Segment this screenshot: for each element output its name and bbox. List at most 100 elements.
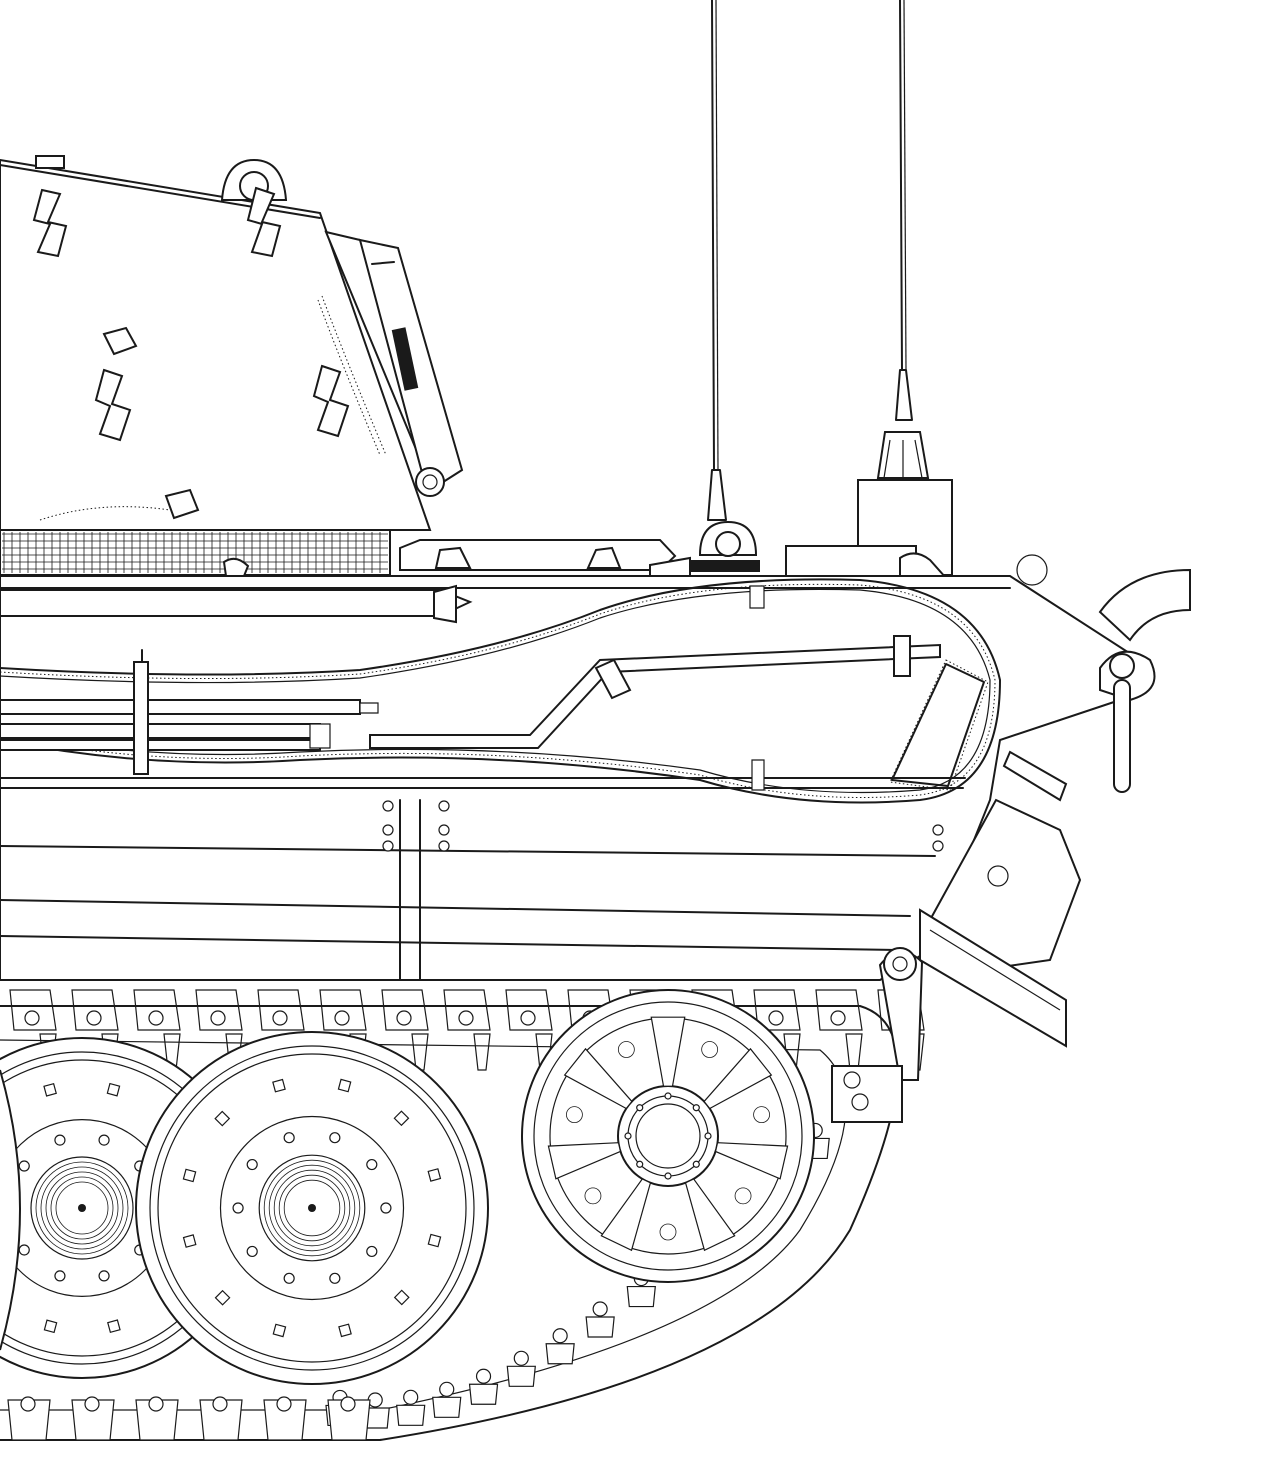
track-tensioner: [832, 948, 922, 1122]
road-wheel-bolt: [183, 1169, 195, 1181]
road-wheel-hub-groove: [41, 1167, 123, 1249]
track-guide-horn: [474, 1034, 490, 1070]
road-wheel-hub-bolt: [330, 1273, 340, 1283]
idler-bolt: [665, 1093, 671, 1099]
track-pin: [440, 1382, 454, 1396]
road-wheel-bolt: [108, 1320, 120, 1332]
road-wheel-hub-groove: [36, 1162, 128, 1254]
track-link: [586, 1317, 614, 1337]
road-wheel-hub: [31, 1157, 133, 1259]
exhaust-guard: [920, 570, 1190, 1046]
track-link: [264, 1400, 306, 1440]
track-pin: [149, 1397, 163, 1411]
road-wheel-bolt: [339, 1324, 351, 1336]
road-wheel-bolt: [184, 1235, 196, 1247]
road-wheel-hub-bolt: [284, 1133, 294, 1143]
road-wheel-hub: [259, 1155, 365, 1261]
track-pin: [769, 1011, 783, 1025]
track-pin: [273, 1011, 287, 1025]
idler-spoke: [565, 1049, 632, 1109]
idler-spoke: [686, 1179, 735, 1250]
idler-spoke: [651, 1017, 684, 1086]
hull-bolts: [383, 801, 943, 851]
road-wheel-bolt: [338, 1079, 350, 1091]
road-wheel-disc: [158, 1054, 466, 1362]
track-link: [200, 1400, 242, 1440]
track-pin: [404, 1390, 418, 1404]
idler-spoke: [601, 1179, 650, 1250]
road-wheel-hub-bolt: [55, 1135, 65, 1145]
road-wheel-hub-bolt: [55, 1271, 65, 1281]
road-wheel-hub-ring: [220, 1116, 403, 1299]
track-pin: [213, 1397, 227, 1411]
road-wheel-bolt: [107, 1084, 119, 1096]
idler-bolt: [665, 1173, 671, 1179]
road-wheel-bolt: [273, 1080, 285, 1092]
road-wheel-bolt: [44, 1084, 56, 1096]
road-wheel-axle: [78, 1204, 86, 1212]
idler-bolt: [693, 1105, 699, 1111]
antenna-mount: [650, 522, 946, 578]
turret: [0, 156, 462, 530]
road-wheel-hub-bolt: [247, 1160, 257, 1170]
track-link: [754, 990, 800, 1030]
radio-antenna-rear: [896, 0, 912, 420]
track-guide-horn: [412, 1034, 428, 1070]
track-pin: [21, 1397, 35, 1411]
track-pin: [85, 1397, 99, 1411]
road-wheel-hub-groove: [51, 1177, 113, 1239]
road-wheel-hub-bolt: [381, 1203, 391, 1213]
tool-rack: [0, 586, 988, 790]
road-wheel-hub-bolt: [330, 1133, 340, 1143]
road-wheel-partial: [0, 1070, 20, 1350]
road-wheel-hub-bolt: [284, 1273, 294, 1283]
track-link: [258, 990, 304, 1030]
road-wheel-bolt: [44, 1320, 56, 1332]
road-wheel-hub-bolt: [99, 1271, 109, 1281]
road-wheel-hub-bolt: [247, 1246, 257, 1256]
pistol-port: [104, 328, 198, 518]
idler-bolt: [693, 1161, 699, 1167]
track-pin: [277, 1397, 291, 1411]
track-pin: [341, 1397, 355, 1411]
antenna-base-housing: [786, 432, 952, 576]
idler-cutout: [702, 1042, 718, 1058]
track-pin: [593, 1302, 607, 1316]
towing-cable: [0, 579, 1000, 802]
idler-cutout: [735, 1188, 751, 1204]
idler-bolt: [705, 1133, 711, 1139]
idler-cutout: [754, 1107, 770, 1123]
road-wheel-hub-bolt: [367, 1246, 377, 1256]
track-link: [507, 1366, 535, 1386]
road-wheels: [0, 1032, 488, 1384]
road-wheel-hub-bolt: [19, 1245, 29, 1255]
road-wheel-bolt: [215, 1111, 229, 1125]
track-pin: [553, 1329, 567, 1343]
track-pin: [25, 1011, 39, 1025]
engine-deck-grille: [0, 530, 675, 576]
idler-bolt: [625, 1133, 631, 1139]
road-wheel-hub-groove: [269, 1165, 355, 1251]
track-pin: [149, 1011, 163, 1025]
track-pin: [211, 1011, 225, 1025]
track-guide-horn: [846, 1034, 862, 1070]
idler-spoke: [548, 1143, 620, 1179]
track-link: [8, 1400, 50, 1440]
idler-cutout: [618, 1042, 634, 1058]
track-pin: [514, 1351, 528, 1365]
idler-spoke: [716, 1143, 788, 1179]
idler-bolt: [637, 1161, 643, 1167]
road-wheel-hub-bolt: [233, 1203, 243, 1213]
track-link: [627, 1287, 655, 1307]
track-link: [320, 990, 366, 1030]
track-pin: [397, 1011, 411, 1025]
idler-bolt: [637, 1105, 643, 1111]
idler-spoke: [704, 1049, 771, 1109]
track-link: [816, 990, 862, 1030]
road-wheel-bolt: [273, 1324, 285, 1336]
road-wheel-axle: [308, 1204, 316, 1212]
road-wheel-hub-bolt: [367, 1160, 377, 1170]
track-link: [328, 1400, 370, 1440]
track-link: [134, 990, 180, 1030]
